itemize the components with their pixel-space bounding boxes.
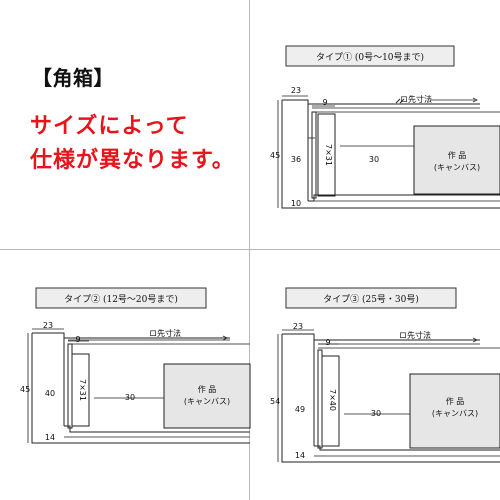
artwork-line-1: 作 品	[446, 396, 465, 406]
frame-profile	[31, 332, 251, 444]
opening-label: ロ先寸法	[399, 330, 431, 340]
description-line-2: 仕様が異なります。	[30, 148, 235, 173]
artwork-line-1: 作 品	[198, 384, 217, 394]
caption-box: タイプ① (0号〜10号まで)	[285, 45, 455, 67]
panel-type1: タイプ① (0号〜10号まで) 23 9 ロ先寸法 45 36 7×31 30 …	[270, 45, 500, 209]
vertical-divider	[249, 0, 250, 500]
gap-label: 30	[125, 393, 135, 402]
outer-width-label: 23	[43, 321, 53, 330]
inner-width-label: 9	[322, 98, 327, 107]
artwork-rect	[413, 125, 500, 195]
opening-label: ロ先寸法	[149, 328, 181, 338]
caption-text: タイプ② (12号〜20号まで)	[64, 294, 178, 305]
panel-type3: タイプ③ (25号・30号) 23 9 ロ先寸法 54 49 7×40 30 1…	[270, 287, 500, 463]
inner-width-label: 9	[75, 335, 80, 344]
spacer-label: 7×31	[78, 379, 87, 401]
height-label: 54	[270, 397, 280, 406]
dimensions	[277, 329, 478, 462]
opening-label: ロ先寸法	[400, 94, 432, 104]
bottom-label: 10	[291, 199, 301, 208]
artwork-line-2: (キャンバス)	[184, 397, 230, 406]
outer-width-label: 23	[291, 86, 301, 95]
spacer-label: 7×40	[328, 389, 337, 411]
frame-profile	[281, 98, 500, 209]
dimensions	[27, 328, 228, 443]
height-label: 45	[20, 385, 30, 394]
caption-text: タイプ③ (25号・30号)	[323, 294, 419, 305]
bottom-label: 14	[45, 433, 55, 442]
inner-height-label: 36	[291, 155, 301, 164]
artwork-rect	[409, 373, 500, 449]
artwork-line-1: 作 品	[448, 150, 467, 160]
artwork-rect	[163, 363, 251, 429]
artwork-line-2: (キャンバス)	[432, 409, 478, 418]
caption-box: タイプ③ (25号・30号)	[285, 287, 457, 309]
frame-profile	[281, 333, 500, 463]
description-line-1: サイズによって	[30, 114, 189, 139]
bottom-label: 14	[295, 451, 305, 460]
outer-width-label: 23	[293, 322, 303, 331]
inner-width-label: 9	[325, 338, 330, 347]
panel-type2: タイプ② (12号〜20号まで) 23 9 ロ先寸法 45 40 7×31 30…	[20, 287, 251, 444]
inner-height-label: 49	[295, 405, 305, 414]
page-title: 【角箱】	[32, 66, 114, 90]
horizontal-divider	[0, 249, 500, 250]
gap-label: 30	[371, 409, 381, 418]
caption-box: タイプ② (12号〜20号まで)	[35, 287, 207, 309]
dimensions	[277, 95, 478, 208]
spacer-label: 7×31	[324, 144, 333, 166]
gap-label: 30	[369, 155, 379, 164]
caption-text: タイプ① (0号〜10号まで)	[316, 52, 424, 63]
artwork-line-2: (キャンバス)	[434, 163, 480, 172]
inner-height-label: 40	[45, 389, 55, 398]
height-label: 45	[270, 151, 280, 160]
